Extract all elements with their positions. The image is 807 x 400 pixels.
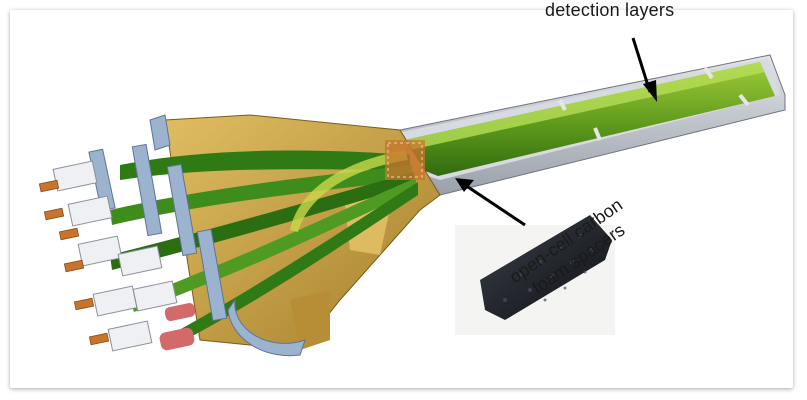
support-brackets [88,114,306,357]
orange-tabs [38,179,110,346]
detection-layers [405,62,775,176]
foam-spacer-region [385,140,425,180]
callout-arrows [455,37,657,227]
detection-layers-label: detection layers [545,0,675,20]
readout-connectors [52,160,196,352]
foam-sample-photo [455,215,615,335]
